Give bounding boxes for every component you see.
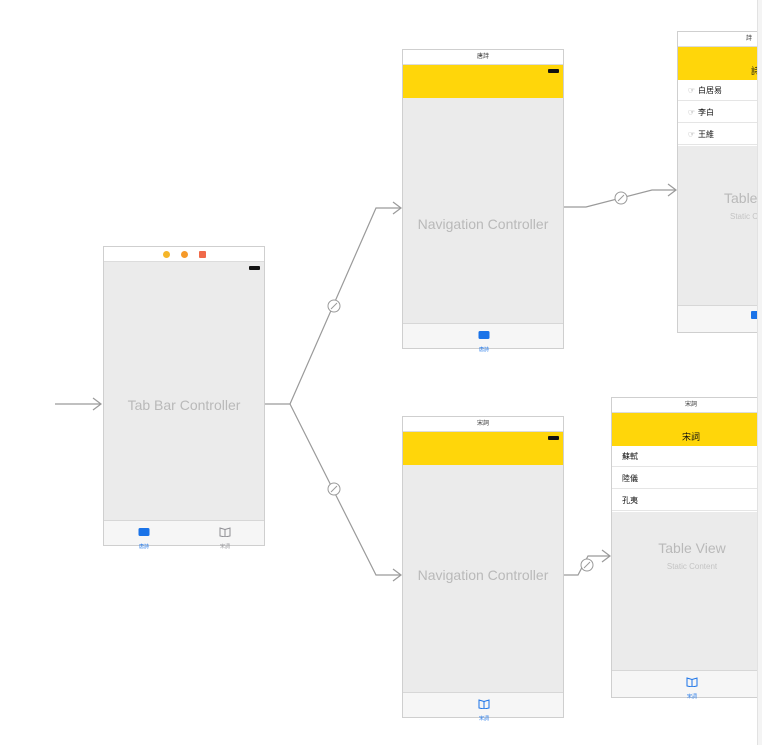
- exit-icon[interactable]: [199, 251, 206, 258]
- table-view-top-scene[interactable]: 詩 詩 ☞ 白居易 ☞ 李白 ☞ 王維 Table Static C: [677, 31, 762, 333]
- segue-bottom-nav-to-table[interactable]: [564, 549, 611, 576]
- segue-tab-to-bottom-nav[interactable]: [289, 403, 402, 582]
- nav-title: 詩: [750, 66, 760, 76]
- table-subtitle: Static C: [730, 212, 759, 221]
- book-closed-icon: [138, 528, 150, 536]
- tab-label: 宋詞: [478, 716, 489, 722]
- scene-title: 宋詞: [403, 417, 563, 432]
- scene-title: 唐詩: [403, 50, 563, 65]
- row-text: 白居易: [698, 86, 722, 95]
- tab-item[interactable]: 宋詞: [672, 674, 712, 700]
- controller-title: Navigation Controller: [417, 567, 549, 583]
- table-row[interactable]: 蘇軾: [612, 446, 762, 467]
- controller-icon[interactable]: [163, 251, 170, 258]
- tab-bar: 唐詩: [403, 323, 563, 353]
- tab-label: 唐詩: [138, 544, 149, 550]
- table-title: Table View: [658, 540, 726, 556]
- tab-item[interactable]: 宋詞: [464, 696, 504, 722]
- scene-title: 宋詞: [612, 398, 762, 413]
- scene-dock: [104, 247, 264, 262]
- table-row[interactable]: 陸儀: [612, 468, 762, 489]
- book-open-icon: [219, 527, 231, 538]
- controller-canvas: Tab Bar Controller: [104, 262, 264, 521]
- row-prefix: ☞: [688, 108, 696, 117]
- controller-canvas: Navigation Controller: [403, 465, 563, 693]
- table-view-bottom-scene[interactable]: 宋詞 宋詞 蘇軾 陸儀 孔夷 Table View Static Content…: [611, 397, 762, 700]
- tab-bar: 宋詞: [612, 670, 762, 700]
- tab-item[interactable]: 唐詩: [464, 327, 504, 353]
- book-closed-icon: [478, 331, 490, 339]
- book-closed-icon[interactable]: [751, 311, 758, 319]
- row-text: 陸儀: [622, 474, 638, 483]
- row-text: 蘇軾: [622, 452, 638, 461]
- first-responder-icon[interactable]: [181, 251, 188, 258]
- tab-label: 宋詞: [219, 544, 230, 550]
- battery-icon: [548, 69, 559, 73]
- table-title: Table: [724, 190, 758, 206]
- navigation-bar: [403, 432, 563, 465]
- table-row[interactable]: ☞ 李白: [678, 102, 762, 123]
- navigation-bar: 宋詞: [612, 413, 762, 446]
- book-open-icon: [686, 677, 698, 688]
- segue-top-nav-to-table[interactable]: [564, 183, 677, 208]
- table-row[interactable]: ☞ 王維: [678, 124, 762, 145]
- controller-title: Navigation Controller: [417, 216, 549, 232]
- navigation-bar: 詩: [678, 47, 762, 80]
- navigation-bar: [403, 65, 563, 98]
- initial-entry-arrow: [55, 397, 102, 411]
- book-open-icon: [478, 699, 490, 710]
- canvas-edge: [757, 0, 762, 745]
- row-text: 王維: [698, 130, 714, 139]
- controller-title: Tab Bar Controller: [127, 397, 241, 413]
- row-text: 孔夷: [622, 496, 638, 505]
- row-prefix: ☞: [688, 86, 696, 95]
- table-canvas: Table Static C: [678, 146, 762, 306]
- row-prefix: ☞: [688, 130, 696, 139]
- controller-canvas: Navigation Controller: [403, 98, 563, 324]
- battery-icon: [548, 436, 559, 440]
- table-canvas: Table View Static Content: [612, 512, 762, 671]
- nav-controller-top-scene[interactable]: 唐詩 Navigation Controller 唐詩: [402, 49, 564, 353]
- tab-label: 唐詩: [478, 347, 489, 353]
- row-text: 李白: [698, 108, 714, 117]
- segue-tab-to-top-nav[interactable]: [265, 201, 402, 405]
- tab-bar: [678, 305, 762, 332]
- tab-bar: 宋詞: [403, 692, 563, 722]
- tab-bar: 唐詩 宋詞: [104, 520, 264, 550]
- tab-item-song[interactable]: 宋詞: [205, 524, 245, 550]
- tab-bar-controller-scene[interactable]: Tab Bar Controller 唐詩 宋詞: [103, 246, 265, 550]
- table-row[interactable]: ☞ 白居易: [678, 80, 762, 101]
- nav-controller-bottom-scene[interactable]: 宋詞 Navigation Controller 宋詞: [402, 416, 564, 722]
- battery-icon: [249, 266, 260, 270]
- table-row[interactable]: 孔夷: [612, 490, 762, 511]
- scene-title: 詩: [678, 32, 762, 47]
- tab-label: 宋詞: [686, 694, 697, 700]
- nav-title: 宋詞: [681, 432, 700, 442]
- tab-item-tang[interactable]: 唐詩: [124, 524, 164, 550]
- table-subtitle: Static Content: [666, 562, 718, 571]
